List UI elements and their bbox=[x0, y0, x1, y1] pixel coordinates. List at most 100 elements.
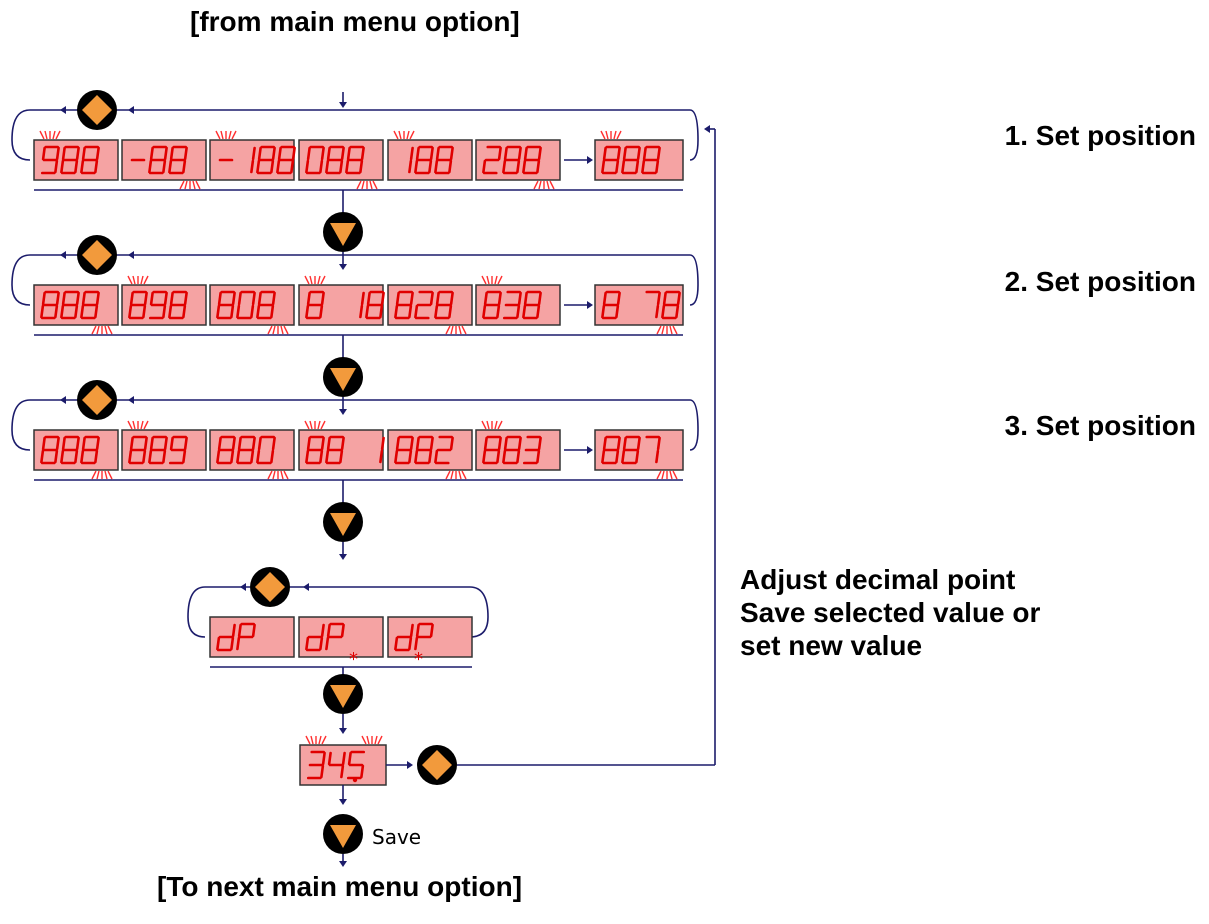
segment bbox=[149, 146, 154, 161]
segment bbox=[379, 304, 384, 319]
segment bbox=[236, 636, 241, 651]
segment bbox=[60, 449, 65, 464]
segment bbox=[257, 146, 262, 161]
blink-ray bbox=[361, 735, 367, 745]
segment bbox=[380, 436, 385, 451]
arrow-right bbox=[587, 446, 593, 454]
segment bbox=[414, 159, 419, 174]
segment bbox=[128, 449, 133, 464]
segment bbox=[517, 291, 522, 306]
segment bbox=[662, 291, 667, 306]
segment bbox=[182, 159, 187, 174]
blink-ray bbox=[494, 420, 498, 430]
blink-ray bbox=[318, 735, 322, 745]
segment bbox=[74, 159, 79, 174]
down-arrow-icon bbox=[330, 223, 356, 246]
segment bbox=[497, 146, 502, 161]
segment bbox=[80, 449, 85, 464]
segment bbox=[602, 146, 607, 161]
blink-ray bbox=[497, 420, 503, 430]
blink-ray bbox=[661, 470, 665, 480]
segment bbox=[340, 146, 345, 161]
segment bbox=[320, 146, 325, 161]
segment bbox=[345, 159, 350, 174]
blink-ray bbox=[321, 735, 327, 745]
loop-left-curve bbox=[187, 586, 250, 638]
segment bbox=[237, 291, 242, 306]
segment bbox=[409, 623, 414, 638]
loop-right-curve bbox=[689, 254, 699, 306]
segment bbox=[516, 449, 521, 464]
select-button bbox=[250, 567, 290, 607]
segment bbox=[54, 159, 59, 174]
blink-ray bbox=[549, 180, 555, 190]
diamond-icon bbox=[255, 572, 285, 602]
blink-ray bbox=[409, 130, 415, 140]
segment bbox=[656, 436, 661, 451]
lcd-display-last bbox=[594, 284, 684, 335]
segment bbox=[128, 304, 133, 319]
segment bbox=[81, 146, 86, 161]
segment bbox=[340, 436, 345, 451]
segment bbox=[143, 291, 148, 306]
blink-ray bbox=[44, 130, 48, 140]
blink-ray bbox=[661, 325, 665, 335]
segment bbox=[359, 159, 364, 174]
segment bbox=[75, 436, 80, 451]
segment bbox=[305, 449, 310, 464]
segment bbox=[95, 436, 100, 451]
lcd-display bbox=[387, 130, 473, 181]
blink-ray bbox=[317, 275, 321, 285]
blink-ray bbox=[669, 470, 673, 480]
segment bbox=[536, 449, 541, 464]
blink-ray bbox=[450, 325, 454, 335]
lcd-display bbox=[387, 284, 473, 335]
loop-left-curve bbox=[11, 399, 78, 451]
segment bbox=[341, 751, 346, 766]
lcd-display bbox=[475, 275, 561, 326]
segment bbox=[326, 146, 331, 161]
blink-ray bbox=[374, 735, 378, 745]
segment bbox=[169, 146, 174, 161]
segment bbox=[434, 304, 439, 319]
segment bbox=[230, 636, 235, 651]
segment bbox=[290, 159, 295, 174]
blink-ray bbox=[317, 420, 321, 430]
segment bbox=[148, 159, 153, 174]
blink-ray bbox=[672, 325, 678, 335]
segment bbox=[250, 304, 255, 319]
arrow-down bbox=[339, 861, 347, 867]
arrow-left bbox=[704, 125, 710, 133]
segment bbox=[429, 623, 434, 638]
down-arrow-icon bbox=[330, 513, 356, 536]
lcd-display-last bbox=[594, 130, 684, 181]
lcd-display bbox=[33, 284, 119, 335]
segment bbox=[621, 159, 626, 174]
lcd-display bbox=[209, 284, 295, 335]
blink-ray bbox=[458, 325, 462, 335]
blink-ray bbox=[672, 470, 678, 480]
segment bbox=[394, 449, 399, 464]
segment bbox=[271, 436, 276, 451]
blink-ray bbox=[231, 130, 237, 140]
segment bbox=[327, 751, 332, 766]
segment bbox=[448, 304, 453, 319]
segment bbox=[216, 449, 221, 464]
blink-ray bbox=[320, 420, 326, 430]
segment bbox=[291, 146, 296, 161]
segment bbox=[429, 291, 434, 306]
segment bbox=[359, 304, 364, 319]
segment bbox=[231, 623, 236, 638]
blink-ray bbox=[132, 420, 136, 430]
segment bbox=[182, 449, 187, 464]
segment bbox=[366, 291, 371, 306]
segment bbox=[41, 291, 46, 306]
segment bbox=[615, 304, 620, 319]
title-bottom: [To next main menu option] bbox=[157, 871, 523, 902]
segment bbox=[305, 636, 310, 651]
lcd-display bbox=[298, 420, 385, 471]
segment bbox=[320, 436, 325, 451]
diamond-icon bbox=[422, 750, 452, 780]
arrow-down bbox=[339, 102, 347, 108]
segment bbox=[503, 436, 508, 451]
